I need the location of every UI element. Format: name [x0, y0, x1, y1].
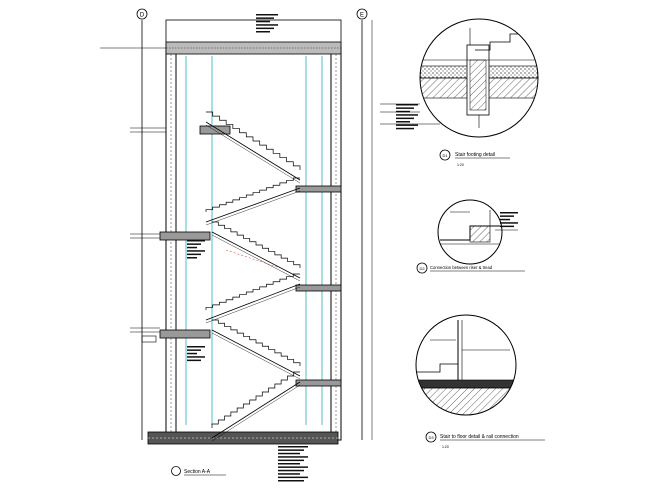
note-bottom	[278, 446, 308, 482]
note-d1	[396, 104, 418, 130]
detail-d3-tag: D3	[428, 435, 434, 440]
section-bubble	[171, 466, 181, 476]
landing-slab-2	[159, 329, 211, 339]
stair-section: D E	[100, 8, 518, 482]
detail-d1-tag: D1	[442, 153, 448, 158]
note-lower-left	[187, 346, 205, 362]
note-top	[256, 14, 278, 33]
flight-3	[211, 221, 301, 282]
detail-d3: D3 Stair to floor detail & rail connecti…	[415, 314, 545, 449]
grid-label-d: D	[140, 13, 145, 19]
flight-5	[211, 319, 301, 380]
detail-d1-scale: 1:20	[457, 163, 464, 167]
detail-d1-title: Stair footing detail	[455, 152, 495, 158]
note-d2	[500, 212, 518, 228]
note-mid-left	[187, 240, 205, 259]
flight-2	[205, 177, 301, 226]
detail-d3-bubble	[425, 431, 437, 443]
detail-d2-bubble	[416, 262, 428, 274]
section-title: Section A-A	[184, 469, 211, 475]
level-markers	[130, 127, 166, 343]
detail-d3-scale: 1:20	[442, 445, 449, 449]
grid-bubble-e	[356, 8, 368, 20]
detail-d3-title: Stair to floor detail & rail connection	[440, 434, 519, 440]
stair-flights	[205, 111, 301, 442]
detail-d1: D1 Stair footing detail 1:20	[380, 18, 539, 167]
detail-d2: D2 Connection between riser & tread	[416, 199, 525, 274]
grid-bubble-d	[136, 8, 148, 20]
detail-d2-title: Connection between riser & tread	[430, 265, 493, 270]
rebar-guides	[185, 56, 323, 425]
detail-d2-tag: D2	[419, 266, 425, 271]
flight-6	[211, 371, 301, 442]
detail-d1-bubble	[439, 149, 451, 161]
flight-1	[205, 111, 301, 184]
grid-label-e: E	[360, 13, 364, 19]
flight-4	[205, 273, 301, 324]
note-blocks	[187, 14, 518, 482]
landing-slab-1	[159, 231, 211, 241]
